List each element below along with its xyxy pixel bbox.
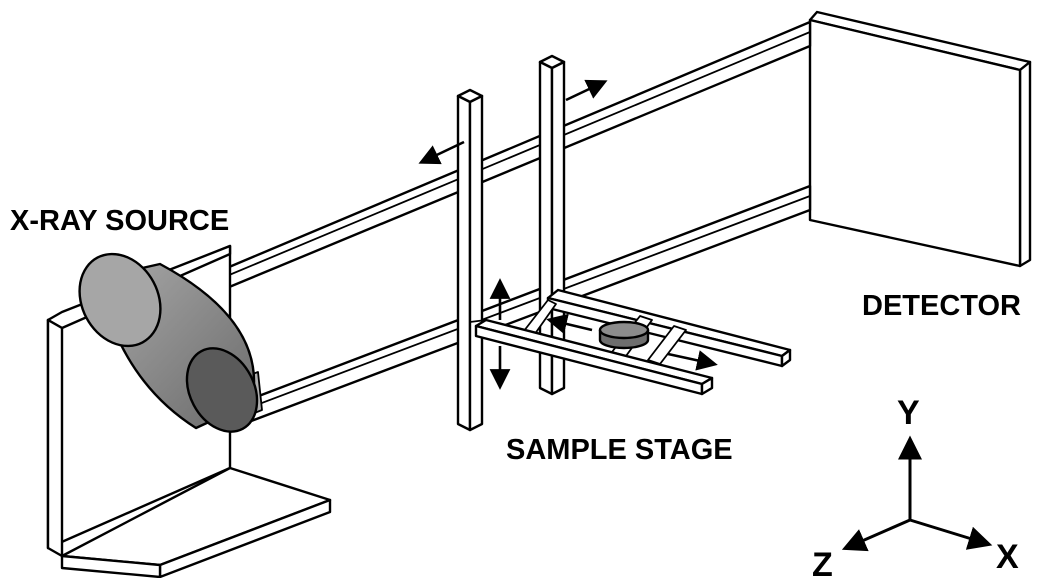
stage-right-arrow: [667, 350, 718, 371]
lower-back-rail: [220, 184, 812, 434]
sample-disc: [598, 320, 650, 350]
xray-source-label: X-RAY SOURCE: [10, 205, 229, 237]
detector-label: DETECTOR: [862, 290, 1021, 322]
right-post-motion-arrow: [565, 79, 608, 102]
left-vertical-post: [456, 88, 484, 432]
stage-left-arrow: [546, 313, 593, 335]
sample-stage-frame: [469, 288, 792, 396]
coordinate-axes: [841, 435, 993, 552]
xray-tube: [78, 252, 263, 433]
upper-back-rail: [220, 20, 812, 292]
x-axis-label: X: [996, 538, 1019, 576]
y-axis-label: Y: [897, 394, 920, 432]
detector-plate: [808, 10, 1032, 268]
z-axis-label: Z: [812, 546, 833, 578]
sample-stage-label: SAMPLE STAGE: [506, 434, 733, 466]
left-post-motion-arrow: [418, 140, 465, 165]
